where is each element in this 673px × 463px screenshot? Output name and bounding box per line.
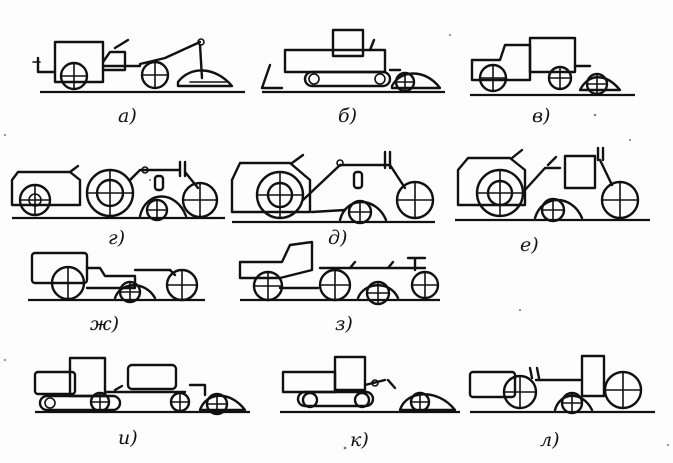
label-e: е) [520, 234, 539, 256]
label-g: г) [108, 227, 125, 249]
machine-zh [28, 251, 205, 304]
machine-k [280, 355, 460, 414]
machine-i [33, 356, 250, 416]
machine-d [230, 150, 435, 225]
label-i: и) [118, 427, 138, 449]
machine-b [260, 28, 445, 94]
machine-g [10, 160, 225, 222]
label-v: в) [532, 105, 550, 127]
label-a: а) [118, 105, 137, 127]
label-d: д) [328, 227, 347, 249]
label-b: б) [338, 105, 357, 127]
machine-a [32, 38, 245, 94]
label-k: к) [350, 429, 369, 451]
machine-e [455, 146, 650, 223]
machine-v [470, 36, 635, 97]
machine-l [468, 354, 655, 415]
label-zh: ж) [90, 313, 119, 335]
machine-z [238, 240, 440, 306]
label-l: л) [540, 429, 560, 451]
label-z: з) [335, 313, 353, 335]
